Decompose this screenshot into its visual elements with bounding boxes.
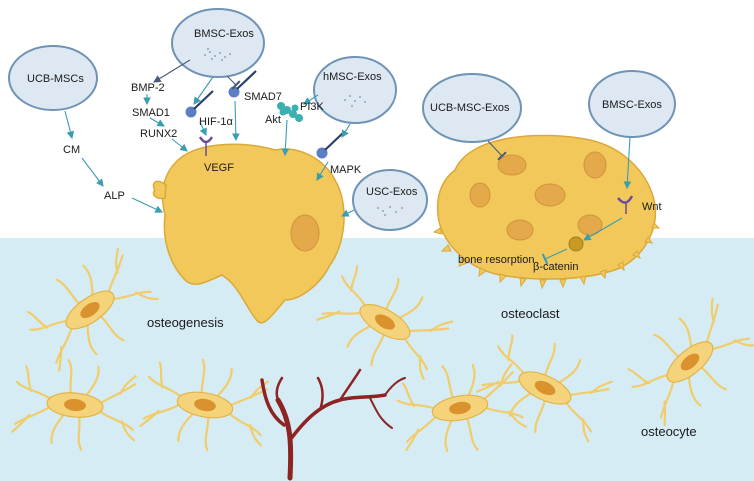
exosome-usc [352, 169, 428, 231]
osteoclast-nucleus [497, 154, 527, 176]
label-pi3k: PI3K [300, 101, 325, 113]
label-bmsc-exos-top: BMSC-Exos [194, 28, 254, 40]
osteocyte-nucleus [680, 353, 700, 371]
osteocyte-cell [627, 297, 754, 427]
label-osteoclast: osteoclast [501, 306, 560, 321]
label-runx2: RUNX2 [140, 128, 177, 140]
label-alp: ALP [104, 190, 125, 202]
label-akt: Akt [265, 114, 281, 126]
label-ucb-mscs: UCB-MSCs [27, 73, 84, 85]
beta-catenin-icon [568, 236, 584, 252]
osteocyte-nucleus [449, 401, 471, 415]
osteoclast-nucleus [469, 182, 491, 208]
label-bmp2: BMP-2 [131, 82, 165, 94]
osteocyte-nucleus [534, 380, 556, 396]
osteoblast-nucleus [290, 214, 320, 252]
label-hif1a: HIF-1α [199, 116, 234, 128]
osteoclast-nucleus [534, 183, 566, 207]
label-vegf: VEGF [204, 162, 234, 174]
hif1a-ligand-icon [185, 106, 197, 118]
label-wnt: Wnt [642, 201, 662, 213]
label-osteocyte: osteocyte [641, 424, 697, 439]
wnt-receptor-icon [617, 195, 634, 204]
exosome-hmsc [313, 56, 397, 124]
label-mapk: MAPK [330, 164, 362, 176]
osteoclast-nucleus [506, 219, 534, 241]
vegf-receptor-icon [198, 136, 214, 144]
osteocyte-nucleus [194, 398, 216, 412]
label-hmsc-exos: hMSC-Exos [323, 71, 382, 83]
label-bone-resorption: bone resorption [458, 254, 534, 266]
osteocyte-group [11, 247, 754, 452]
exosome-bmsc-right [588, 70, 676, 138]
exosome-ucb-mscs [8, 45, 98, 111]
label-cm: CM [63, 144, 80, 156]
osteoclast-cell [432, 134, 661, 290]
blood-vessel [260, 368, 406, 481]
osteocyte-nucleus [80, 302, 100, 318]
osteocyte-cell [475, 334, 614, 443]
label-beta-catenin: β-catenin [533, 261, 578, 273]
label-bmsc-exos-right: BMSC-Exos [602, 99, 662, 111]
label-ucb-msc-exos: UCB-MSC-Exos [430, 102, 510, 114]
akt-pi3k-complex-icon [277, 102, 303, 122]
pathway-arrows [64, 59, 632, 265]
label-osteogenesis: osteogenesis [147, 315, 224, 330]
osteocyte-nucleus [64, 398, 86, 412]
osteocyte-nucleus [375, 314, 395, 330]
exosome-bmsc-top [171, 8, 265, 78]
bone-matrix-region [0, 238, 754, 481]
osteocyte-cell [396, 363, 528, 452]
exosome-ucb-msc [422, 73, 522, 143]
mapk-ligand-icon [316, 147, 328, 159]
osteocyte-cell [139, 358, 270, 452]
osteocyte-cell [11, 359, 137, 451]
osteoblast-cell [152, 143, 345, 324]
label-smad1: SMAD1 [132, 107, 170, 119]
osteocyte-cell [315, 265, 454, 381]
label-smad7: SMAD7 [244, 91, 282, 103]
osteoclast-nucleus [583, 151, 607, 179]
osteocyte-cell [26, 247, 160, 372]
label-usc-exos: USC-Exos [366, 186, 418, 198]
